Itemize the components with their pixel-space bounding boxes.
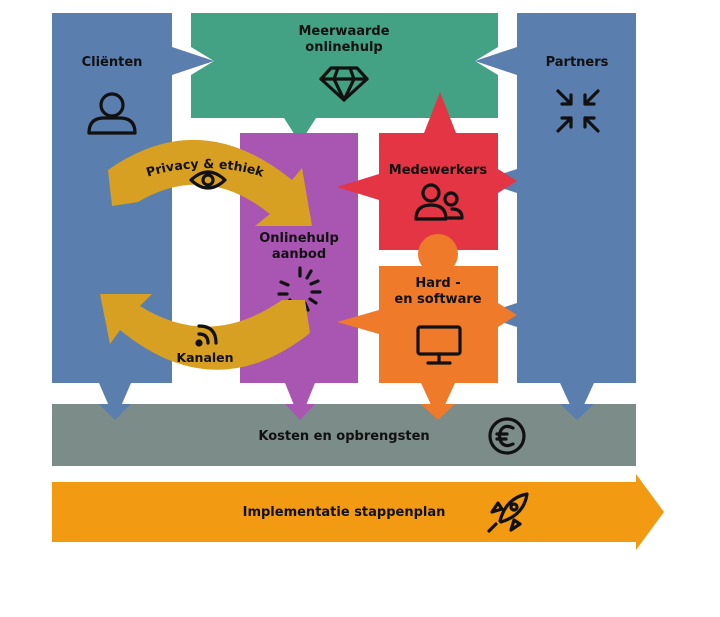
- block-hardware: Hard - en software: [337, 234, 517, 420]
- euro-icon: [488, 417, 526, 455]
- block-clienten-shape: [52, 13, 214, 420]
- cycle-arrow-top: [108, 139, 312, 226]
- cycle: Privacy & ethiek Kanalen: [100, 139, 312, 370]
- kosten-arrow-tip-partners: [560, 404, 594, 420]
- clienten-label: Cliënten: [82, 55, 143, 70]
- block-kosten-shape: [52, 404, 636, 466]
- block-medewerkers-shape: [337, 92, 517, 250]
- aanbod-label-line2: aanbod: [272, 247, 326, 262]
- monitor-icon: [416, 325, 462, 365]
- aanbod-label-line1: Onlinehulp: [259, 231, 339, 246]
- rocket-icon: [487, 492, 529, 533]
- medewerkers-label: Medewerkers: [389, 163, 488, 178]
- meerwaarde-label-line2: onlinehulp: [305, 40, 382, 55]
- block-hardware-shape: [337, 266, 517, 420]
- block-partners-shape: [475, 13, 636, 420]
- kanalen-label: Kanalen: [176, 350, 233, 365]
- block-hardware-knob: [418, 234, 458, 274]
- kosten-label: Kosten en opbrengsten: [258, 429, 429, 444]
- hardware-label-line1: Hard -: [415, 276, 460, 291]
- partners-label: Partners: [546, 55, 609, 70]
- block-meerwaarde: Meerwaarde onlinehulp: [191, 13, 498, 143]
- hardware-label-line2: en software: [394, 292, 481, 307]
- block-medewerkers: Medewerkers: [337, 92, 517, 250]
- user-icon: [87, 92, 137, 135]
- block-kosten: Kosten en opbrengsten: [52, 404, 636, 466]
- kosten-arrow-tip-clienten: [99, 404, 131, 420]
- block-implementatie: Implementatie stappenplan: [52, 474, 664, 550]
- diamond-icon: [319, 66, 369, 102]
- block-partners: Partners: [475, 13, 636, 420]
- rss-icon: [195, 324, 218, 347]
- cycle-arrow-bottom: [100, 294, 310, 370]
- users-icon: [414, 183, 464, 221]
- kosten-arrow-tip-hardware: [421, 404, 455, 420]
- kosten-arrow-tip-aanbod: [285, 404, 315, 420]
- compress-arrows-icon: [556, 89, 600, 133]
- implementatie-label: Implementatie stappenplan: [243, 505, 446, 520]
- block-clienten: Cliënten: [52, 13, 214, 420]
- meerwaarde-label-line1: Meerwaarde: [298, 24, 389, 39]
- eye-icon: [189, 170, 227, 190]
